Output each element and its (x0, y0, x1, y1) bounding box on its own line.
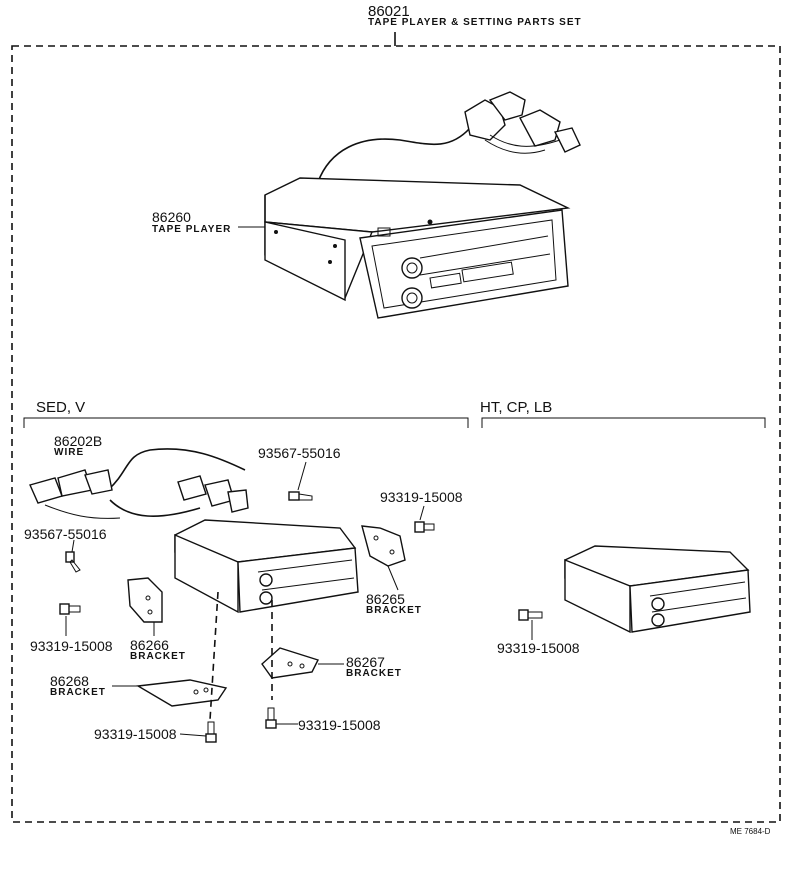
tape-player-ht (564, 545, 751, 634)
bolt-right-top-number: 93319-15008 (380, 489, 463, 505)
bracket-86268-name: BRACKET (50, 687, 106, 698)
bracket-86267 (261, 647, 344, 679)
bolt-93319-right-top (414, 521, 435, 533)
bracket-86267-name: BRACKET (346, 668, 402, 679)
leader-lines (65, 226, 533, 737)
set-part-number: 86021 (368, 3, 410, 20)
bolt-ht-number: 93319-15008 (497, 640, 580, 656)
bolt-bottom-mid-number: 93319-15008 (298, 717, 381, 733)
set-part-name: TAPE PLAYER & SETTING PARTS SET (368, 17, 582, 28)
bolt-bottom-left-number: 93319-15008 (94, 726, 177, 742)
wire-number: 86202B (54, 433, 103, 449)
bracket-86265 (361, 525, 406, 591)
wire-86202b (29, 448, 249, 519)
bolt-93319-bottom-left (205, 721, 217, 743)
bracket-86268-number: 86268 (50, 673, 89, 689)
bracket-86266-number: 86266 (130, 637, 169, 653)
reference-code: ME 7684-D (730, 827, 771, 836)
bracket-86268 (112, 679, 228, 707)
bracket-86267-number: 86267 (346, 654, 385, 670)
tape-player-sed (174, 519, 359, 614)
section-bracket-ht (481, 417, 766, 428)
bracket-86266 (127, 577, 163, 636)
bracket-86265-name: BRACKET (366, 605, 422, 616)
bracket-86265-number: 86265 (366, 591, 405, 607)
bracket-86266-name: BRACKET (130, 651, 186, 662)
set-border (11, 32, 781, 823)
screw-left-number: 93567-55016 (24, 526, 107, 542)
bolt-93319-left (59, 603, 81, 615)
tape-player-name: TAPE PLAYER (152, 224, 232, 235)
section-title-sed: SED, V (36, 399, 86, 416)
screw-93567-top (288, 491, 313, 501)
tape-player-main (264, 91, 581, 319)
section-title-ht: HT, CP, LB (480, 399, 553, 416)
bolt-93319-ht (518, 609, 543, 621)
tape-player-number: 86260 (152, 209, 191, 225)
wire-name: WIRE (54, 447, 85, 458)
bolt-left-number: 93319-15008 (30, 638, 113, 654)
screw-top-number: 93567-55016 (258, 445, 341, 461)
bolt-93319-bottom-mid (265, 707, 277, 729)
screw-93567-left (65, 551, 81, 573)
section-bracket-sed (23, 417, 469, 428)
